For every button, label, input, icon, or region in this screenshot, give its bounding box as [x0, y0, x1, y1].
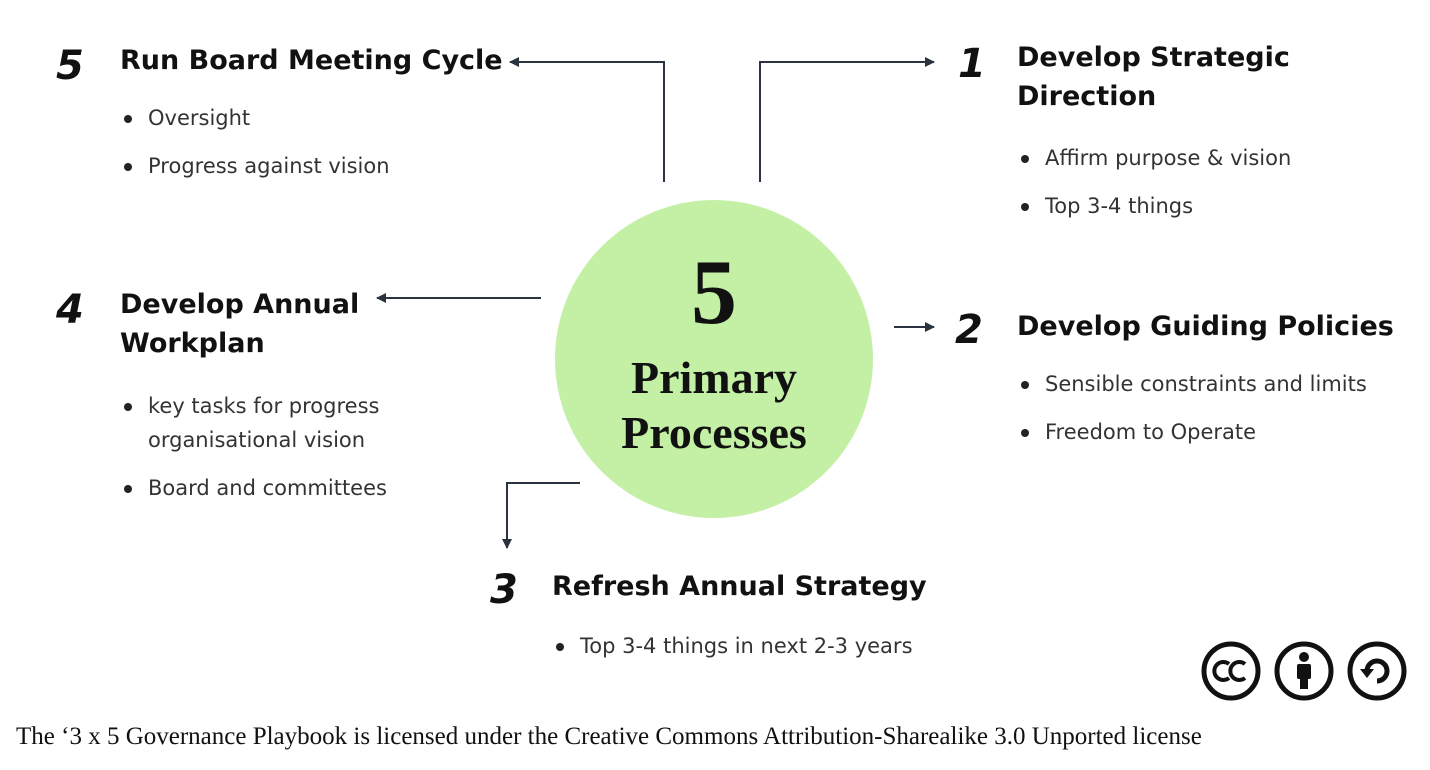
process-5-number: 5 [56, 43, 84, 89]
process-1-bullet: Affirm purpose & vision [1018, 141, 1398, 175]
process-1-bullets: Affirm purpose & vision Top 3-4 things [1018, 141, 1398, 237]
arrow-to-process-5 [509, 57, 665, 182]
process-3-bullet: Top 3-4 things in next 2-3 years [553, 629, 973, 663]
attribution-icon [1274, 641, 1334, 701]
process-3-title: Refresh Annual Strategy [552, 571, 927, 602]
process-3-bullets: Top 3-4 things in next 2-3 years [553, 629, 973, 677]
sharealike-icon [1347, 641, 1407, 701]
center-label: Primary Processes [621, 352, 807, 458]
cc-icon [1201, 641, 1261, 701]
process-2-bullet: Sensible constraints and limits [1018, 367, 1418, 401]
center-number: 5 [691, 241, 737, 343]
arrow-to-process-3 [502, 482, 580, 549]
process-4-bullets: key tasks for progress organisational vi… [121, 389, 411, 519]
process-5-bullets: Oversight Progress against vision [121, 101, 481, 197]
process-4-title: Develop Annual Workplan [120, 289, 360, 359]
process-3-number: 3 [490, 567, 518, 613]
process-4-number: 4 [56, 287, 84, 333]
process-2-bullets: Sensible constraints and limits Freedom … [1018, 367, 1418, 463]
license-caption: The ‘3 x 5 Governance Playbook is licens… [16, 723, 1202, 750]
process-1-title: Develop Strategic Direction [1017, 42, 1290, 112]
process-4-bullet: key tasks for progress organisational vi… [121, 389, 411, 457]
process-4-bullet: Board and committees [121, 471, 411, 505]
process-1-number: 1 [958, 41, 986, 87]
process-5-bullet: Progress against vision [121, 149, 481, 183]
process-5-bullet: Oversight [121, 101, 481, 135]
process-1-bullet: Top 3-4 things [1018, 189, 1398, 223]
process-5-title: Run Board Meeting Cycle [120, 45, 503, 76]
process-2-title: Develop Guiding Policies [1017, 311, 1394, 342]
process-2-number: 2 [955, 307, 983, 353]
arrow-to-process-1 [759, 57, 935, 182]
process-2-bullet: Freedom to Operate [1018, 415, 1418, 449]
center-circle: 5 Primary Processes [555, 200, 873, 518]
license-icons [1200, 640, 1410, 702]
